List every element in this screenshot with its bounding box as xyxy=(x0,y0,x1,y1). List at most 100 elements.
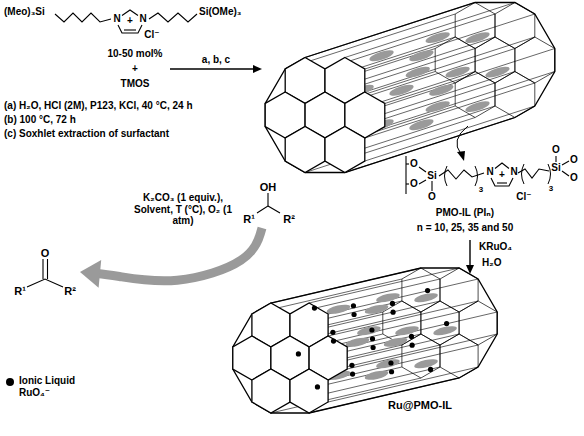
bond xyxy=(406,183,409,184)
reaction-arrow xyxy=(170,65,262,73)
ruthenate-dot xyxy=(390,301,395,306)
bond xyxy=(406,163,409,164)
node-text: n = 10, 25, 35 and 50 xyxy=(417,222,513,234)
reaction-arrow xyxy=(80,228,262,288)
channel-wall xyxy=(328,367,478,402)
condition-text: (b) 100 °C, 72 h xyxy=(4,114,76,126)
atom-label: N xyxy=(139,13,146,25)
pore-wall-group xyxy=(345,336,370,349)
pore-wall-group xyxy=(413,357,438,370)
pore-wall-group xyxy=(383,336,408,349)
legend-text: Ionic Liquid RuO₄⁻ xyxy=(19,375,85,398)
ketone: OR¹R² xyxy=(8,246,80,302)
arrow-shaft xyxy=(94,228,262,281)
pore-opening xyxy=(285,127,325,173)
channel-wall xyxy=(309,378,459,413)
bond xyxy=(257,193,268,213)
channel-wall xyxy=(365,14,535,69)
ruthenate-dot xyxy=(369,327,374,332)
zoom-leader xyxy=(457,126,468,154)
channel-wall xyxy=(345,3,515,58)
atom-label: + xyxy=(499,169,505,181)
pore-wall-group xyxy=(484,64,510,79)
bond xyxy=(555,156,556,162)
bond xyxy=(419,167,426,172)
node-text: OH xyxy=(260,181,277,194)
bond xyxy=(122,10,138,16)
bond xyxy=(562,171,569,176)
ruthenate-dot xyxy=(389,369,394,374)
rod-outline xyxy=(265,3,555,173)
atom-label: (Meo)₃Si xyxy=(4,6,45,18)
bond xyxy=(47,259,48,279)
pore-wall-group xyxy=(408,117,434,132)
arrow-head xyxy=(466,265,474,274)
atom-label: + xyxy=(127,15,133,27)
atom-label: 3 xyxy=(479,185,483,194)
atom-label: O xyxy=(428,191,436,203)
ruthenate-dot xyxy=(410,343,415,348)
bond xyxy=(55,13,111,22)
pore-wall-group xyxy=(464,30,490,45)
atom-label: Cl⁻ xyxy=(144,29,159,41)
alcohol: OHR¹R² xyxy=(238,178,302,228)
atom-label: Si xyxy=(551,162,560,174)
bond xyxy=(518,169,549,178)
bond xyxy=(495,163,509,169)
channel-wall xyxy=(385,49,555,104)
reaction-condition: a, b, c xyxy=(201,54,231,66)
condition-text: (c) Soxhlet extraction of surfactant xyxy=(4,128,169,140)
pore-opening xyxy=(252,369,290,413)
reagent-group: 10-50 mol%+TMOS xyxy=(100,44,170,94)
bond xyxy=(497,182,507,183)
pore-opening xyxy=(325,127,365,173)
repeat-bracket xyxy=(475,166,478,186)
channel-end xyxy=(495,3,535,49)
atom-label: N xyxy=(113,13,120,25)
bond xyxy=(27,279,63,287)
atom-label: O xyxy=(570,154,578,166)
zoom-leader-head xyxy=(457,151,465,161)
arrow-head xyxy=(253,65,262,73)
pore-wall-group xyxy=(364,369,389,382)
ruthenate-dot xyxy=(330,330,335,335)
atom-label: N xyxy=(510,166,517,178)
channel-wall xyxy=(365,83,535,138)
bond xyxy=(431,181,432,191)
channel-end xyxy=(515,37,555,83)
legend-swatch xyxy=(5,377,15,387)
reaction-arrow xyxy=(466,240,474,274)
pore-wall-group xyxy=(375,291,400,304)
reagent-label: H₂O xyxy=(482,257,501,269)
repeat-bracket xyxy=(548,164,551,184)
ruthenate-dot xyxy=(371,345,376,350)
node-text: + xyxy=(132,63,138,75)
atom-label: Si(OMe)₃ xyxy=(199,6,241,18)
atom-label: O xyxy=(410,178,418,190)
bond xyxy=(419,180,426,184)
atom-label: N xyxy=(486,166,493,178)
pore-wall-group xyxy=(408,48,434,63)
channel-end xyxy=(455,72,495,118)
node-text: PMO-IL (PIₙ) xyxy=(436,207,494,219)
node-text: R² xyxy=(64,285,76,298)
arrow-shaft xyxy=(170,68,256,69)
bond xyxy=(124,29,136,30)
channel-wall xyxy=(328,345,478,380)
bond xyxy=(268,206,280,213)
node-text: R² xyxy=(283,213,295,226)
pmo-rod xyxy=(265,3,555,173)
pore-wall-group xyxy=(424,99,450,114)
pore-wall-group xyxy=(432,324,457,337)
rod-outline xyxy=(233,268,497,413)
reaction-condition: K₂CO₃ (1 equiv.), Solvent, T (°C), O₂ (1… xyxy=(130,192,236,227)
pore-wall-group xyxy=(464,99,490,114)
atom-label: O xyxy=(570,172,578,184)
channel-end xyxy=(455,3,495,49)
ruthenate-dot xyxy=(312,305,317,310)
pore-wall-group xyxy=(375,357,400,370)
ruthenate-dot xyxy=(409,334,414,339)
pore-wall-group xyxy=(356,324,381,337)
